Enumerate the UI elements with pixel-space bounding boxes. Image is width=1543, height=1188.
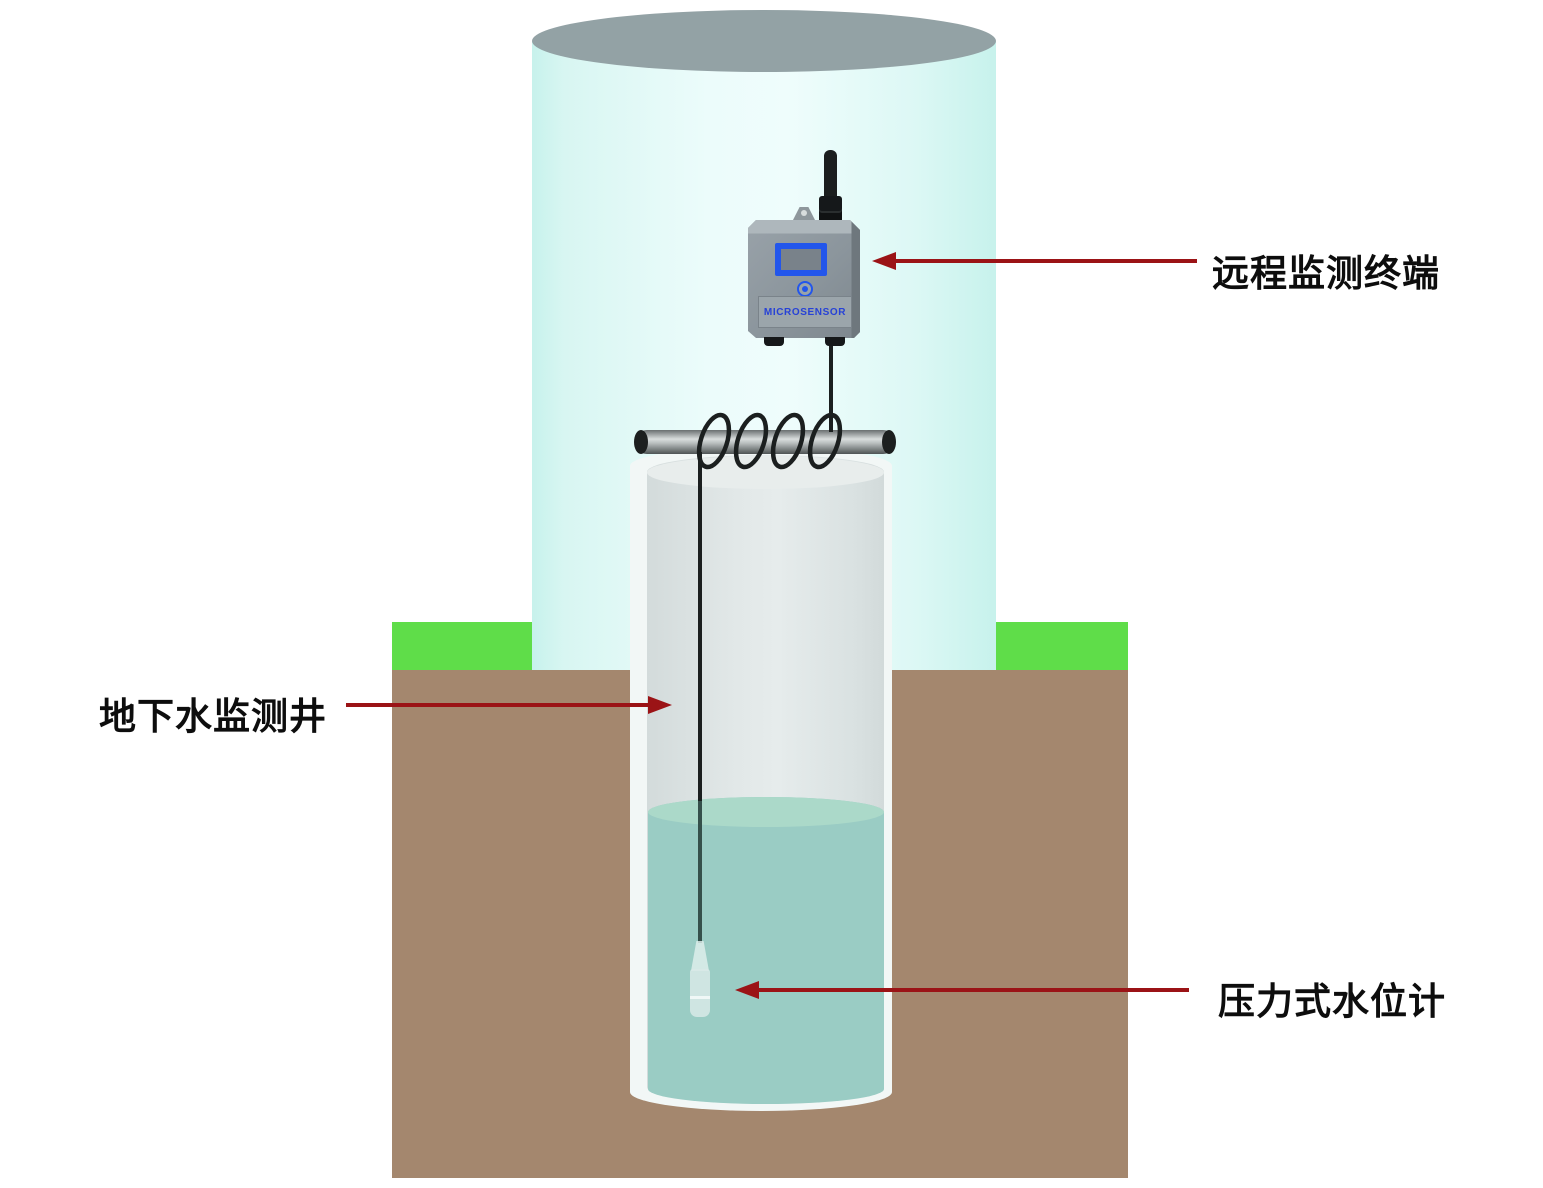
well-mouth-ellipse: [647, 456, 884, 489]
terminal-screen: [775, 243, 827, 276]
protective-cylinder-top: [532, 10, 996, 72]
brand-label: MICROSENSOR: [763, 306, 847, 318]
mounting-tab-hole: [801, 210, 807, 216]
arrow-head-gauge: [735, 981, 759, 999]
terminal-enclosure: MICROSENSOR: [748, 220, 860, 338]
label-remote-terminal: 远程监测终端: [1212, 253, 1440, 294]
mounting-bar: [635, 430, 895, 454]
bar-end-cap-right: [882, 430, 896, 454]
antenna-icon: [824, 150, 837, 202]
callout-line-terminal: [894, 259, 1197, 263]
grass-strip-left: [392, 622, 532, 670]
pressure-sensor-neck: [691, 941, 709, 971]
pressure-sensor-body: [690, 969, 710, 1017]
pressure-sensor-band: [690, 996, 710, 999]
callout-line-well: [346, 703, 650, 707]
remote-terminal-device: MICROSENSOR: [745, 148, 870, 353]
callout-line-gauge: [757, 988, 1189, 992]
mounting-tab: [793, 207, 815, 220]
terminal-button: [797, 281, 813, 297]
label-monitoring-well: 地下水监测井: [99, 696, 327, 737]
terminal-screen-display: [781, 249, 821, 270]
arrow-head-terminal: [872, 252, 896, 270]
bar-end-cap-left: [634, 430, 648, 454]
grass-strip-right: [996, 622, 1128, 671]
device-foot-left: [764, 337, 784, 346]
groundwater-body: [648, 797, 884, 1104]
antenna-base: [819, 196, 842, 222]
groundwater-surface: [648, 797, 884, 827]
brand-panel: MICROSENSOR: [758, 296, 852, 328]
label-pressure-gauge: 压力式水位计: [1218, 981, 1446, 1022]
terminal-button-dot: [802, 286, 808, 292]
arrow-head-well: [648, 696, 672, 714]
device-foot-right: [825, 337, 845, 346]
